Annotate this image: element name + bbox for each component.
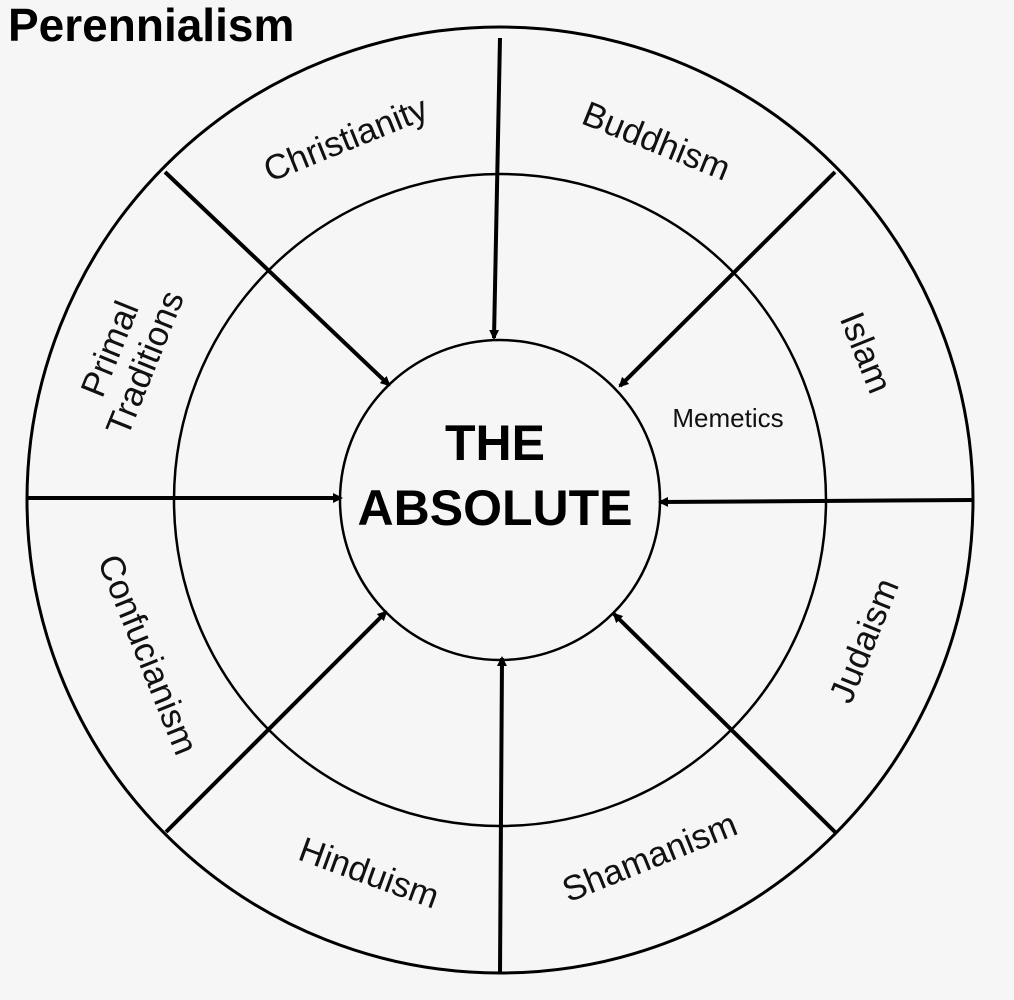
page-title: Perennialism bbox=[8, 0, 295, 51]
arrow-islam-judaism bbox=[658, 496, 974, 507]
arrow-shamanism-hinduism bbox=[496, 656, 507, 974]
arrow-buddhism-islam bbox=[618, 170, 837, 388]
arrow-primal-christianity bbox=[163, 170, 391, 387]
memetics-label: Memetics bbox=[672, 403, 783, 433]
center-label-line2: ABSOLUTE bbox=[358, 480, 633, 536]
tradition-label-judaism: Judaism bbox=[822, 573, 907, 708]
tradition-label-primal-traditions: Primal Traditions bbox=[73, 285, 192, 441]
arrow-judaism-shamanism bbox=[612, 612, 837, 834]
tradition-label-islam: Islam bbox=[832, 307, 899, 399]
tradition-label-hinduism: Hinduism bbox=[294, 830, 444, 917]
tradition-label-buddhism: Buddhism bbox=[577, 94, 736, 188]
tradition-label-confucianism: Confucianism bbox=[90, 549, 206, 760]
arrow-christianity-buddhism bbox=[489, 37, 502, 340]
tradition-label-shamanism: Shamanism bbox=[557, 805, 743, 910]
arrow-hinduism-confucianism bbox=[164, 610, 388, 834]
tradition-label-christianity: Christianity bbox=[258, 89, 434, 190]
center-label-line1: THE bbox=[445, 415, 545, 471]
